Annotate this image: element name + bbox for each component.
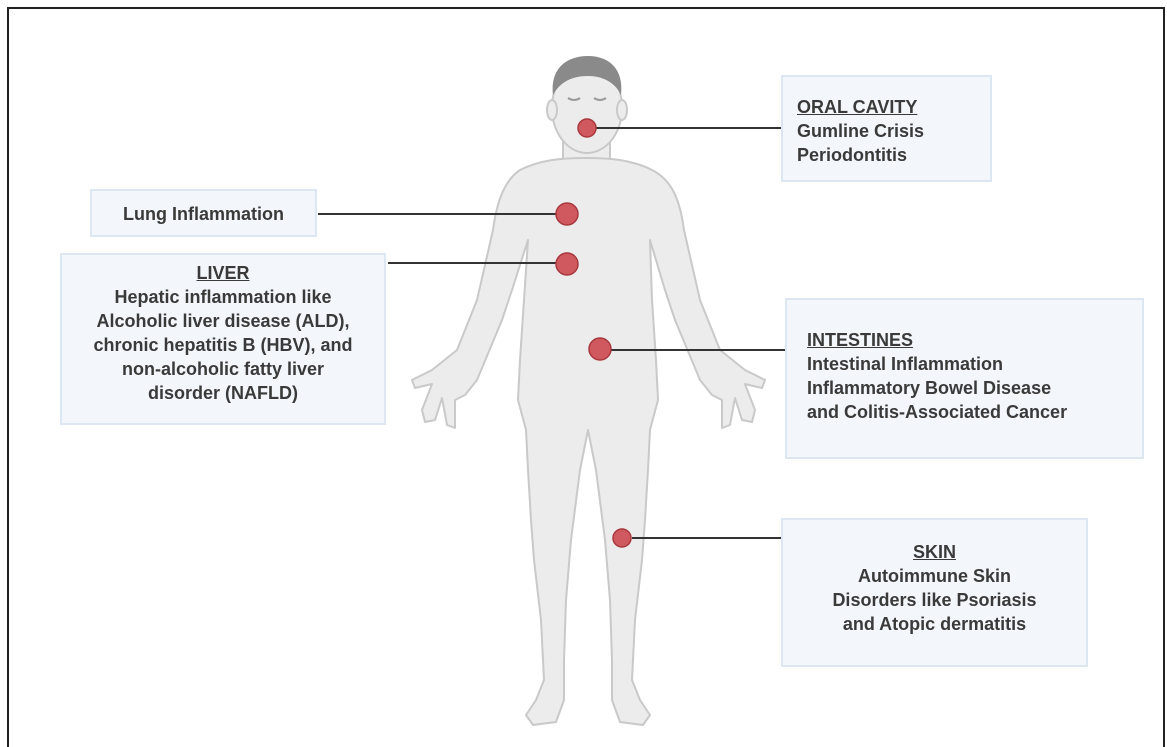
lung-marker — [556, 203, 578, 225]
oral-cavity-line: Gumline Crisis — [797, 119, 990, 143]
skin-line: Autoimmune Skin — [783, 564, 1086, 588]
liver-heading: LIVER — [66, 261, 380, 285]
skin-marker — [613, 529, 631, 547]
intestines-marker — [589, 338, 611, 360]
liver-line: Hepatic inflammation like — [66, 285, 380, 309]
intestines-line: Intestinal Inflammation — [807, 352, 1142, 376]
liver-box: LIVER Hepatic inflammation like Alcoholi… — [60, 253, 386, 425]
intestines-heading: INTESTINES — [807, 328, 1142, 352]
liver-marker — [556, 253, 578, 275]
liver-line: non-alcoholic fatty liver — [66, 357, 380, 381]
oral-cavity-marker — [578, 119, 596, 137]
intestines-line: and Colitis-Associated Cancer — [807, 400, 1142, 424]
skin-line: and Atopic dermatitis — [783, 612, 1086, 636]
lung-box: Lung Inflammation — [90, 189, 317, 237]
human-body-figure — [412, 63, 765, 725]
intestines-box: INTESTINES Intestinal Inflammation Infla… — [785, 298, 1144, 459]
liver-line: chronic hepatitis B (HBV), and — [66, 333, 380, 357]
oral-cavity-line: Periodontitis — [797, 143, 990, 167]
lung-label: Lung Inflammation — [92, 202, 315, 226]
skin-box: SKIN Autoimmune Skin Disorders like Psor… — [781, 518, 1088, 667]
liver-line: Alcoholic liver disease (ALD), — [66, 309, 380, 333]
oral-cavity-box: ORAL CAVITY Gumline Crisis Periodontitis — [781, 75, 992, 182]
oral-cavity-heading: ORAL CAVITY — [797, 95, 990, 119]
intestines-line: Inflammatory Bowel Disease — [807, 376, 1142, 400]
skin-line: Disorders like Psoriasis — [783, 588, 1086, 612]
liver-line: disorder (NAFLD) — [66, 381, 380, 405]
skin-heading: SKIN — [783, 540, 1086, 564]
